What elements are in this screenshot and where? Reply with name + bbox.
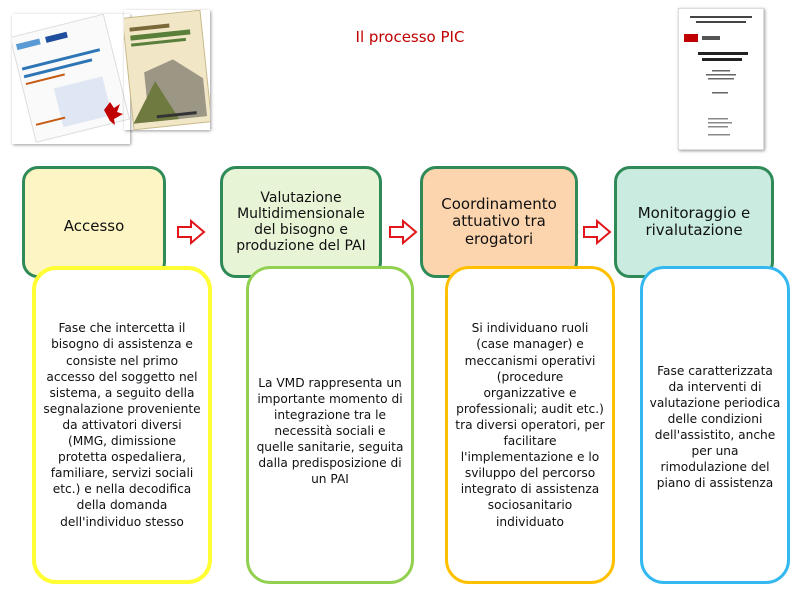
step-heading: Valutazione Multidimensionale del bisogn… — [236, 189, 366, 255]
document-thumbnail-left-a — [12, 14, 130, 144]
step-description: Si individuano ruoli (case manager) e me… — [455, 321, 605, 529]
step-heading: Accesso — [63, 217, 125, 236]
step-monitoraggio-description-box: Fase caratterizzata da interventi di val… — [640, 266, 790, 584]
step-monitoraggio-heading-box: Monitoraggio e rivalutazione — [614, 166, 774, 278]
arrow-right-icon — [389, 219, 418, 245]
step-description: Fase caratterizzata da interventi di val… — [649, 363, 781, 491]
step-accesso-description-box: Fase che intercetta il bisogno di assist… — [32, 266, 212, 584]
step-valutazione-heading-box: Valutazione Multidimensionale del bisogn… — [220, 166, 382, 278]
slide-title: Il processo PIC — [355, 28, 465, 46]
step-heading: Monitoraggio e rivalutazione — [637, 203, 751, 239]
document-thumbnail-left-b — [124, 10, 210, 130]
arrow-right-icon — [177, 219, 206, 245]
document-thumbnail-right — [678, 8, 764, 150]
step-accesso-heading-box: Accesso — [22, 166, 166, 278]
step-valutazione-description-box: La VMD rappresenta un importante momento… — [246, 266, 414, 584]
step-description: La VMD rappresenta un importante momento… — [256, 375, 404, 487]
arrow-right-icon — [583, 219, 612, 245]
step-coordinamento-description-box: Si individuano ruoli (case manager) e me… — [445, 266, 615, 584]
step-coordinamento-heading-box: Coordinamento attuativo tra erogatori — [420, 166, 578, 278]
step-description: Fase che intercetta il bisogno di assist… — [43, 321, 201, 529]
step-heading: Coordinamento attuativo tra erogatori — [441, 195, 557, 248]
